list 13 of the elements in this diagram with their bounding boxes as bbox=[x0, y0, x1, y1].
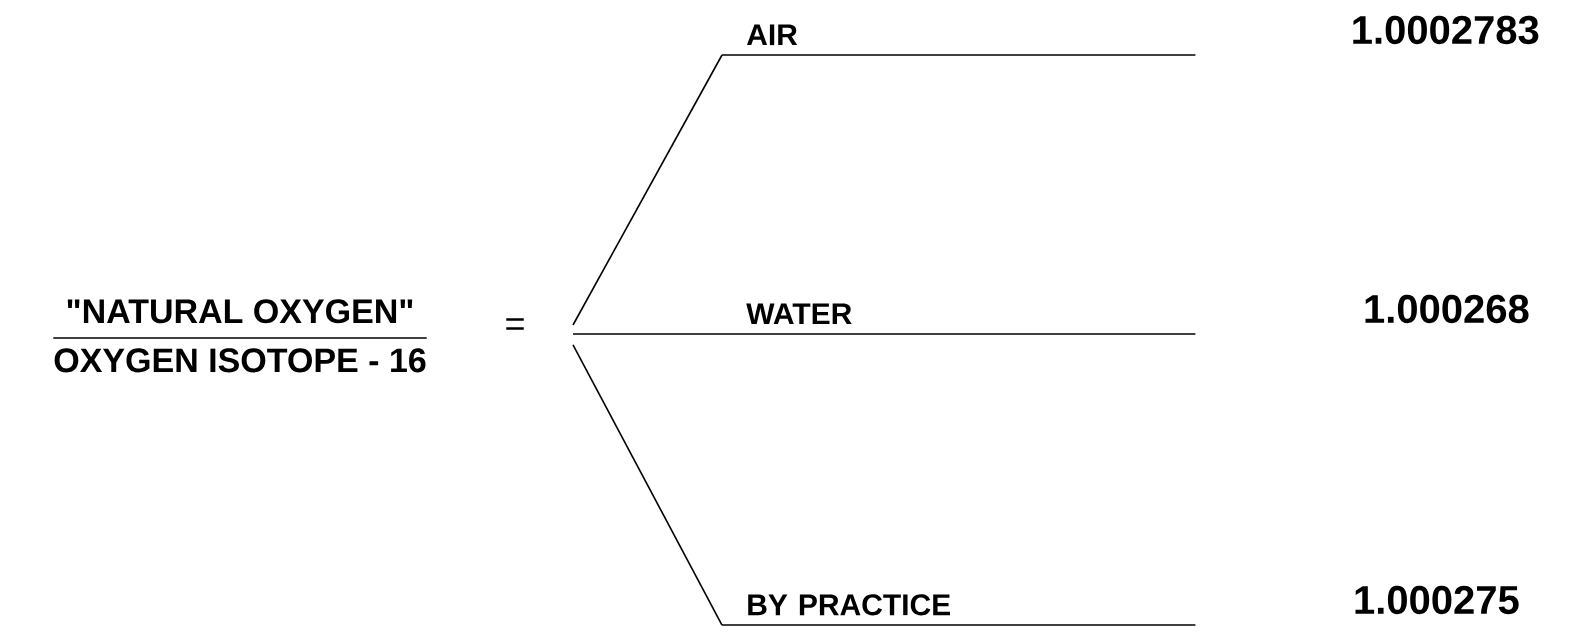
branch-label: BY PRACTICE bbox=[721, 594, 1197, 626]
fraction-text: OXYGEN ISOTOPE - 16 bbox=[54, 348, 426, 373]
branch-line bbox=[572, 333, 723, 335]
value-text: 1.000275 bbox=[1355, 585, 1519, 615]
branch-line bbox=[572, 54, 723, 326]
value-text: 1.0002783 bbox=[1353, 15, 1539, 45]
fraction bbox=[52, 299, 428, 373]
branch-label: AIR bbox=[721, 24, 1197, 56]
branch-line bbox=[572, 344, 723, 626]
value-text: 1.000268 bbox=[1365, 294, 1529, 324]
branch-label: WATER bbox=[721, 303, 1197, 335]
equals-sign: = bbox=[506, 318, 524, 330]
fraction-text: "NATURAL OXYGEN" bbox=[67, 299, 413, 324]
